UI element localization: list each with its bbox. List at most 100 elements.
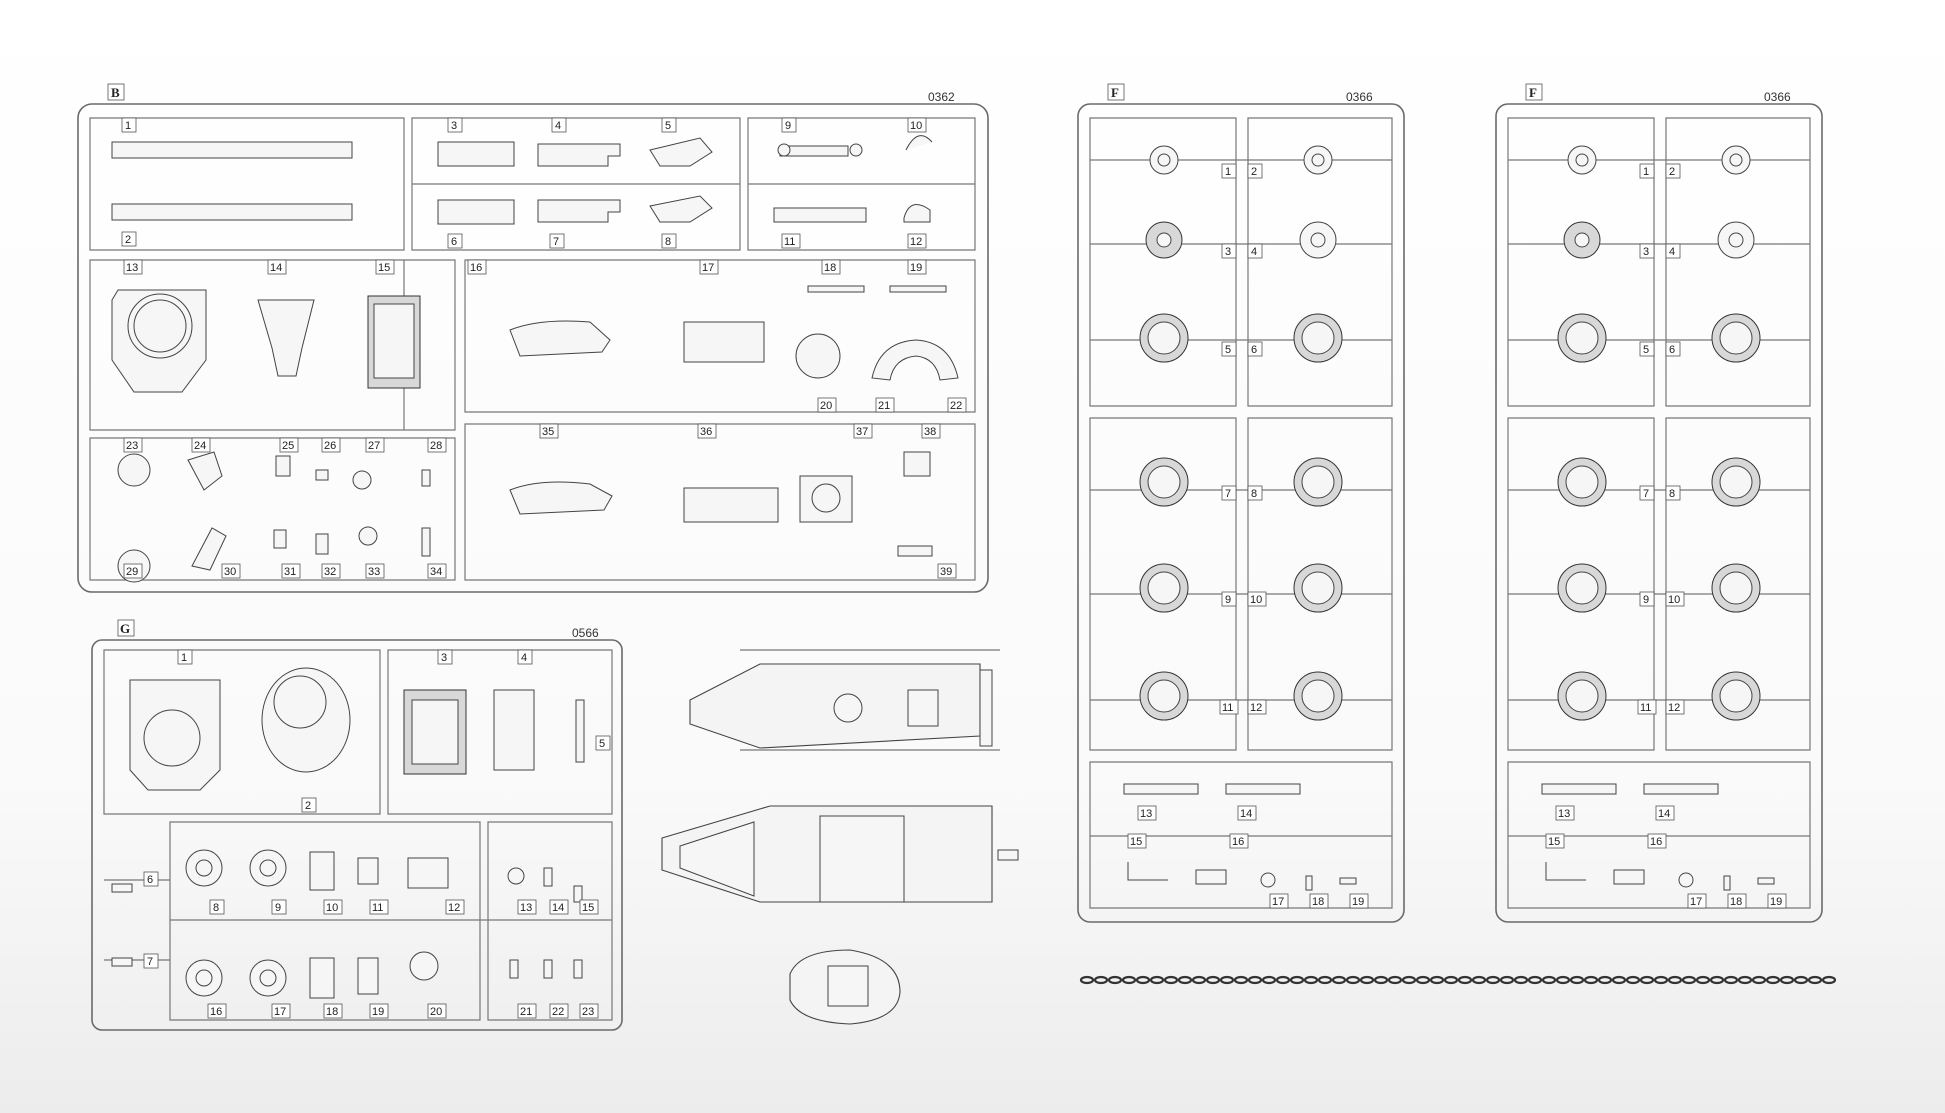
track-link	[1401, 975, 1417, 985]
track-link	[1219, 975, 1235, 985]
track-link	[1807, 975, 1823, 985]
part-label: 3	[451, 120, 457, 132]
road-wheel-set	[1139, 145, 1343, 721]
part-label: 2	[125, 234, 131, 246]
track-link	[1121, 975, 1137, 985]
track-link	[1247, 975, 1263, 985]
part-label: 5	[665, 120, 671, 132]
track-link	[1765, 975, 1781, 985]
track-link	[1667, 975, 1683, 985]
part-label: 14	[552, 902, 564, 914]
part-label: 11	[1640, 702, 1651, 714]
part-label: 16	[1232, 836, 1244, 848]
part-label: 38	[924, 426, 936, 438]
sprue-g-letter: G	[120, 621, 130, 636]
track-link	[1149, 975, 1165, 985]
part-label: 6	[1669, 344, 1675, 356]
part-label: 12	[448, 902, 460, 914]
part-label: 12	[1250, 702, 1262, 714]
part-label: 26	[324, 440, 336, 452]
part-label: 17	[274, 1006, 286, 1018]
part-label: 15	[582, 902, 594, 914]
part-label: 2	[1669, 166, 1675, 178]
track-link	[1709, 975, 1725, 985]
track-link	[1527, 975, 1543, 985]
track-link	[1135, 975, 1151, 985]
part-label: 8	[665, 236, 671, 248]
chassis-bottom	[661, 805, 1019, 903]
track-link	[1681, 975, 1697, 985]
sprue-f-right: F 0366 1 2 3 4 5 6	[1495, 83, 1823, 923]
sprue-f-left-letter: F	[1111, 85, 1119, 100]
turret-floor	[789, 949, 901, 1025]
part-label: 16	[210, 1006, 222, 1018]
part-label: 19	[372, 1006, 384, 1018]
track-link	[1387, 975, 1403, 985]
part-label: 30	[224, 566, 236, 578]
track-chain	[1079, 975, 1837, 985]
part-label: 28	[430, 440, 442, 452]
track-link	[1275, 975, 1291, 985]
part-label: 20	[430, 1006, 442, 1018]
sprue-g-labels: 1 2 3 4 5 6 7 8 9 10 11 12 13 14 15 16 1…	[143, 649, 611, 1019]
sprue-f-left-code: 0366	[1346, 90, 1373, 104]
part-label: 29	[126, 566, 138, 578]
track-link	[1499, 975, 1515, 985]
track-link	[1485, 975, 1501, 985]
track-link	[1373, 975, 1389, 985]
part-label: 4	[1669, 246, 1675, 258]
track-link	[1233, 975, 1249, 985]
track-link	[1331, 975, 1347, 985]
track-link	[1163, 975, 1179, 985]
sprue-f-right-letter: F	[1529, 85, 1537, 100]
part-label: 31	[284, 566, 296, 578]
part-label: 8	[213, 902, 219, 914]
part-label: 18	[1730, 896, 1742, 908]
part-label: 20	[820, 400, 832, 412]
part-label: 7	[1225, 488, 1231, 500]
part-label: 16	[470, 262, 482, 274]
part-label: 1	[1643, 166, 1649, 178]
part-label: 11	[1222, 702, 1233, 714]
part-label: 19	[910, 262, 922, 274]
track-link	[1653, 975, 1669, 985]
part-label: 9	[785, 120, 791, 132]
part-label: 2	[1251, 166, 1257, 178]
part-label: 13	[1140, 808, 1152, 820]
part-label: 37	[856, 426, 868, 438]
part-label: 3	[1643, 246, 1649, 258]
sprue-f-right-code: 0366	[1764, 90, 1791, 104]
track-link	[1821, 975, 1837, 985]
part-label: 13	[520, 902, 532, 914]
track-link	[1177, 975, 1193, 985]
track-link	[1107, 975, 1123, 985]
part-label: 22	[552, 1006, 564, 1018]
part-label: 19	[1352, 896, 1364, 908]
part-label: 1	[125, 120, 131, 132]
part-label: 11	[372, 902, 383, 914]
part-label: 22	[950, 400, 962, 412]
track-link	[1429, 975, 1445, 985]
track-link	[1191, 975, 1207, 985]
sprue-g: G 0566	[91, 619, 623, 1031]
part-label: 10	[1250, 594, 1262, 606]
part-label: 39	[940, 566, 952, 578]
part-label: 10	[1668, 594, 1680, 606]
part-label: 6	[451, 236, 457, 248]
track-link	[1415, 975, 1431, 985]
part-label: 7	[553, 236, 559, 248]
part-label: 5	[1225, 344, 1231, 356]
part-label: 18	[326, 1006, 338, 1018]
part-label: 17	[1690, 896, 1702, 908]
part-label: 1	[181, 652, 187, 664]
part-label: 12	[910, 236, 922, 248]
sprue-f-left: F 0366 1 2 3 4 5 6	[1077, 83, 1405, 923]
part-label: 3	[1225, 246, 1231, 258]
part-label: 35	[542, 426, 554, 438]
part-label: 11	[784, 236, 795, 248]
part-label: 14	[1240, 808, 1252, 820]
part-label: 18	[824, 262, 836, 274]
part-label: 4	[1251, 246, 1257, 258]
track-link	[1303, 975, 1319, 985]
part-label: 17	[702, 262, 714, 274]
